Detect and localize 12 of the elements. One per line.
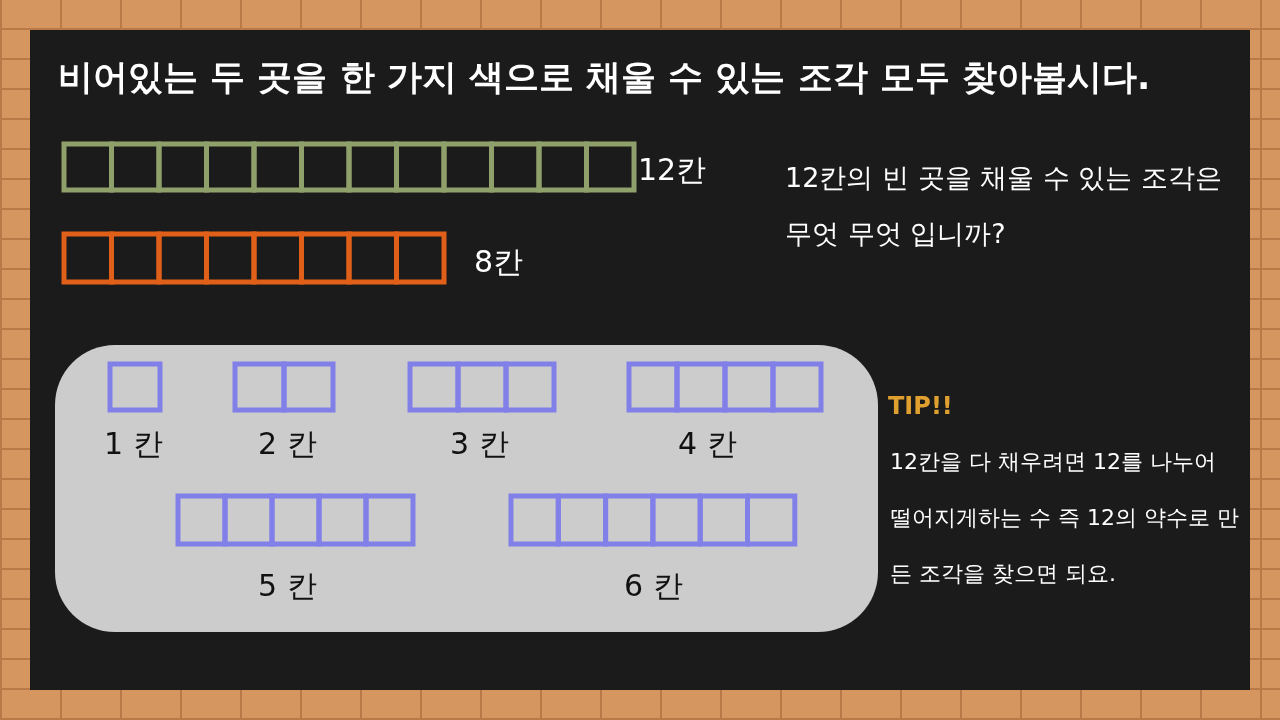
piece-label: 2 칸: [258, 425, 317, 463]
title: 비어있는 두 곳을 한 가지 색으로 채울 수 있는 조각 모두 찾아봅시다.: [58, 56, 1151, 99]
piece-label: 6 칸: [624, 567, 683, 605]
tip-text: 12칸을 다 채우려면 12를 나누어 떨어지게하는 수 즉 12의 약수로 만든 조각을 찾으면 되요.: [890, 448, 1240, 588]
piece-label: 3 칸: [450, 425, 509, 463]
strip-label: 8칸: [474, 243, 524, 281]
question-text: 12칸의 빈 곳을 채울 수 있는 조각은 무엇 무엇 입니까?: [785, 161, 1223, 251]
piece-label: 4 칸: [678, 425, 737, 463]
tip-heading: TIP!!: [888, 392, 953, 420]
piece-label: 1 칸: [104, 425, 163, 463]
strip-label: 12칸: [638, 151, 707, 189]
piece-label: 5 칸: [258, 567, 317, 605]
